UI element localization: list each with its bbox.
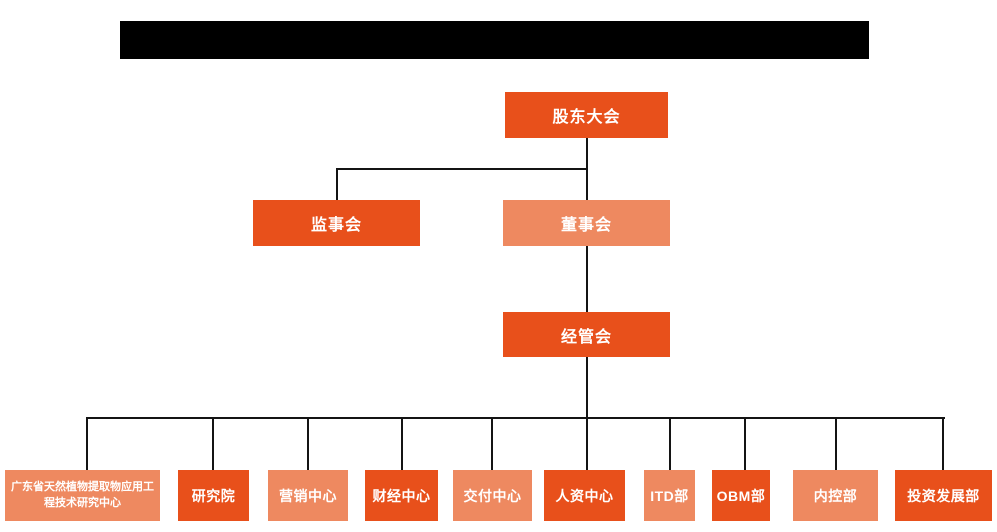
connector-stub-dept-1 xyxy=(212,417,214,470)
org-node-dept-hr-center[interactable]: 人资中心 xyxy=(544,470,625,521)
connector-board-management xyxy=(586,246,588,312)
connector-stub-dept-2 xyxy=(307,417,309,470)
redacted-title-bar xyxy=(120,21,869,59)
connector-stub-dept-5 xyxy=(586,417,588,470)
connector-management-bus xyxy=(586,357,588,417)
org-node-dept-internal-control[interactable]: 内控部 xyxy=(793,470,878,521)
org-node-dept-obm[interactable]: OBM部 xyxy=(712,470,770,521)
org-node-dept-investment-development[interactable]: 投资发展部 xyxy=(895,470,992,521)
connector-stub-dept-4 xyxy=(491,417,493,470)
org-node-dept-research-center[interactable]: 广东省天然植物提取物应用工程技术研究中心 xyxy=(5,470,160,521)
org-node-supervisory-board[interactable]: 监事会 xyxy=(253,200,420,246)
connector-supervisory-down xyxy=(336,168,338,200)
org-node-dept-finance-center[interactable]: 财经中心 xyxy=(365,470,438,521)
org-node-management-committee[interactable]: 经管会 xyxy=(503,312,670,357)
org-node-board-of-directors[interactable]: 董事会 xyxy=(503,200,670,246)
connector-stub-dept-9 xyxy=(942,417,944,470)
connector-stub-dept-0 xyxy=(86,417,88,470)
connector-stub-dept-8 xyxy=(835,417,837,470)
org-node-dept-marketing-center[interactable]: 营销中心 xyxy=(268,470,348,521)
connector-bus-horizontal xyxy=(87,417,945,419)
org-node-dept-itd[interactable]: ITD部 xyxy=(644,470,695,521)
connector-stub-dept-6 xyxy=(669,417,671,470)
connector-stub-dept-3 xyxy=(401,417,403,470)
org-node-dept-delivery-center[interactable]: 交付中心 xyxy=(453,470,532,521)
connector-horizontal-level2 xyxy=(336,168,588,170)
org-node-shareholders-meeting[interactable]: 股东大会 xyxy=(505,92,668,138)
org-node-dept-research-institute[interactable]: 研究院 xyxy=(178,470,249,521)
connector-stub-dept-7 xyxy=(744,417,746,470)
